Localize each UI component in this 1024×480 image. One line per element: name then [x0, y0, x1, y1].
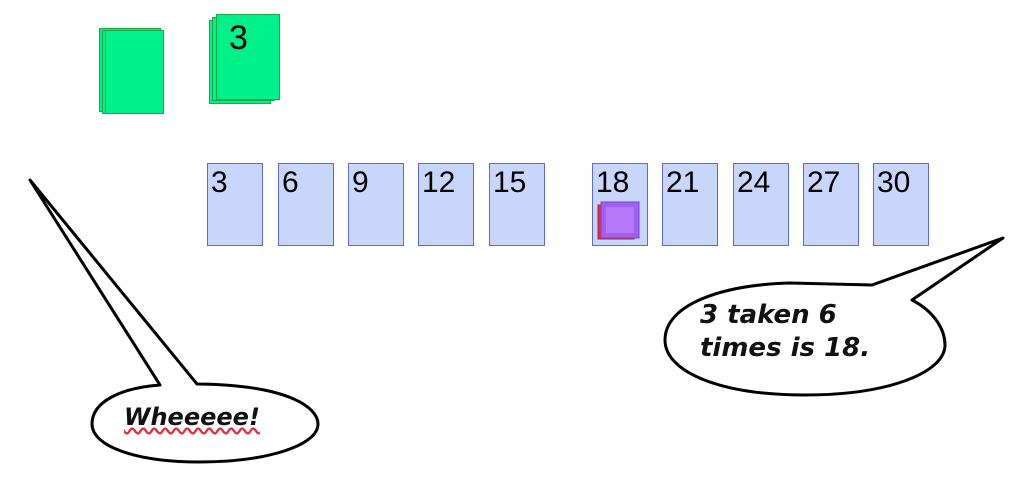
right-bubble-text-line1: 3 taken 6: [700, 300, 837, 330]
number-card-9[interactable]: 9: [348, 163, 404, 246]
card-label: 21: [666, 166, 700, 199]
counter-cube-icon[interactable]: [597, 201, 641, 241]
pile-card: 3: [216, 14, 280, 100]
card-label: 30: [877, 166, 911, 199]
right-bubble-text-line2: times is 18.: [700, 333, 871, 363]
left-green-pile[interactable]: [99, 26, 167, 114]
card-label: 9: [352, 166, 369, 199]
card-label: 3: [211, 166, 228, 199]
left-bubble-text: Wheeeee!: [124, 403, 260, 431]
card-label: 15: [493, 166, 527, 199]
card-label: 18: [596, 166, 630, 199]
pile-number: 3: [229, 19, 248, 57]
number-card-27[interactable]: 27: [803, 163, 859, 246]
card-label: 24: [737, 166, 771, 199]
number-card-21[interactable]: 21: [662, 163, 718, 246]
card-label: 6: [282, 166, 299, 199]
number-card-30[interactable]: 30: [873, 163, 929, 246]
number-card-6[interactable]: 6: [278, 163, 334, 246]
number-card-3[interactable]: 3: [207, 163, 263, 246]
number-card-24[interactable]: 24: [733, 163, 789, 246]
right-bubble-outline: [663, 236, 1005, 397]
card-label: 12: [422, 166, 456, 199]
number-card-15[interactable]: 15: [489, 163, 545, 246]
number-card-18[interactable]: 18: [592, 163, 648, 246]
number-card-12[interactable]: 12: [418, 163, 474, 246]
right-green-pile[interactable]: 3: [209, 14, 281, 106]
left-bubble-outline: [28, 178, 320, 464]
pile-card: [105, 30, 164, 114]
card-label: 27: [807, 166, 841, 199]
